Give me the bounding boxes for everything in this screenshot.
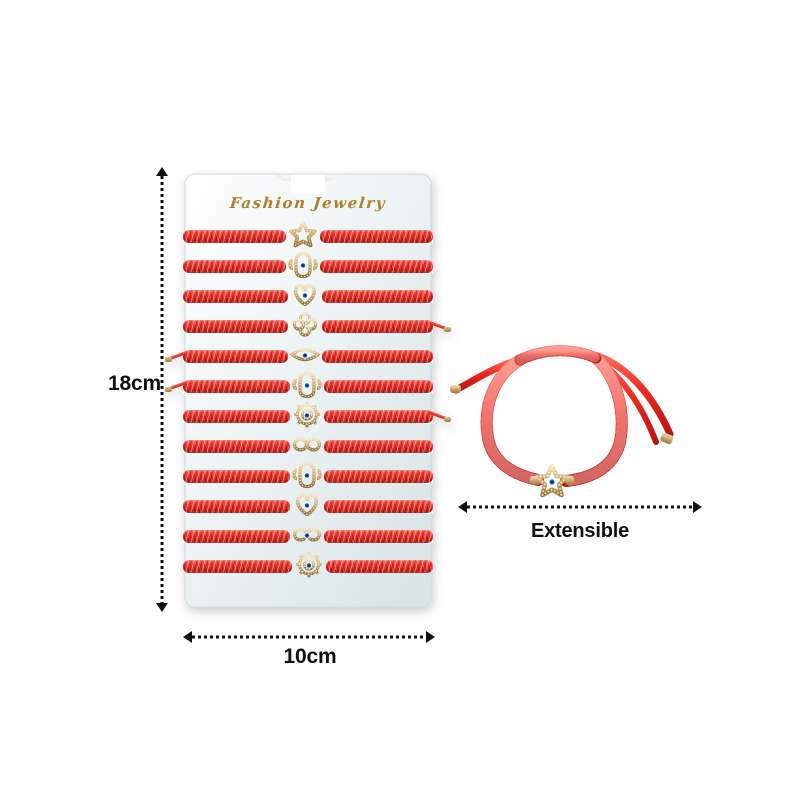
- infinity-charm: [290, 427, 324, 466]
- bracelet-cord-right: [320, 260, 433, 273]
- cord-end-cap: [165, 387, 172, 392]
- bracelet-cord-left: [183, 560, 292, 573]
- flower-charm: [292, 547, 326, 586]
- hamsa-charm: [290, 457, 324, 496]
- bracelet-cord-left: [183, 290, 288, 303]
- bracelet-cord-right: [324, 410, 433, 423]
- bracelet-cord-left: [183, 380, 290, 393]
- bracelet-cord-right: [324, 500, 433, 513]
- arrow-head-down-icon: [155, 603, 168, 612]
- bracelet-item: [183, 283, 433, 306]
- bracelet-item: [183, 436, 433, 455]
- bracelet-item: [183, 251, 433, 278]
- bracelet-cord-left: [183, 500, 290, 513]
- width-dimension-arrow: [183, 630, 435, 643]
- bracelet-cord-left: [183, 470, 290, 483]
- bracelet-cord-left: [183, 230, 286, 243]
- clover-charm: [288, 307, 322, 346]
- extensible-label: Extensible: [530, 520, 630, 542]
- bracelet-item: [183, 311, 451, 337]
- arrow-head-right-icon: [426, 630, 435, 643]
- extensible-bracelet: [448, 338, 708, 503]
- height-dimension-label: 18cm: [108, 372, 161, 395]
- bracelet-cord-right: [324, 380, 433, 393]
- width-dimension-label: 10cm: [283, 645, 337, 668]
- cord-end-cap: [165, 357, 172, 362]
- bracelet-cord-right: [322, 350, 433, 363]
- extensible-dimension-arrow: [458, 500, 702, 513]
- bracelet-item: [183, 526, 433, 545]
- bracelet-cord-left: [183, 320, 288, 333]
- card-brand-title: Fashion Jewelry: [228, 194, 388, 212]
- bracelet-cord-right: [322, 320, 433, 333]
- bracelet-cord-right: [320, 230, 433, 243]
- bracelet-item: [165, 371, 433, 398]
- heart-charm: [288, 277, 322, 316]
- star-charm: [286, 217, 320, 256]
- bracelet-item: [183, 220, 433, 247]
- arrow-shaft: [192, 635, 426, 638]
- evil-eye-charm: [288, 337, 322, 376]
- hamsa-charm: [290, 367, 324, 406]
- bracelet-cord-right: [324, 440, 433, 453]
- extensible-bracelet-illustration: [450, 345, 674, 498]
- bracelet-item: [183, 401, 451, 427]
- cord-end-cap: [444, 417, 451, 422]
- hamsa-charm: [286, 247, 320, 286]
- bracelet-cord-right: [324, 530, 433, 543]
- arrow-head-right-icon: [693, 500, 702, 513]
- bracelet-cord-right: [322, 290, 433, 303]
- bracelet-item: [183, 461, 433, 488]
- infinity-charm: [290, 517, 324, 556]
- cord-end-cap: [444, 327, 451, 332]
- arrow-head-up-icon: [155, 167, 168, 176]
- bracelet-cord-left: [183, 440, 290, 453]
- bracelet-cord-right: [324, 470, 433, 483]
- display-card: Fashion Jewelry: [165, 172, 451, 609]
- heart-charm: [290, 487, 324, 526]
- bracelet-cord-right: [326, 560, 433, 573]
- height-dimension-arrow: [155, 167, 168, 612]
- bracelet-item: [165, 347, 433, 365]
- bracelet-item: [183, 493, 433, 516]
- bracelet-cord-left: [183, 410, 290, 423]
- bracelet-cord-left: [183, 530, 290, 543]
- bracelet-item: [183, 551, 433, 577]
- arrow-head-left-icon: [458, 500, 467, 513]
- flower-charm: [290, 397, 324, 436]
- arrow-shaft: [160, 176, 163, 603]
- bracelet-cord-left: [183, 260, 286, 273]
- arrow-shaft: [467, 505, 693, 508]
- arrow-head-left-icon: [183, 630, 192, 643]
- bracelet-cord-left: [183, 350, 288, 363]
